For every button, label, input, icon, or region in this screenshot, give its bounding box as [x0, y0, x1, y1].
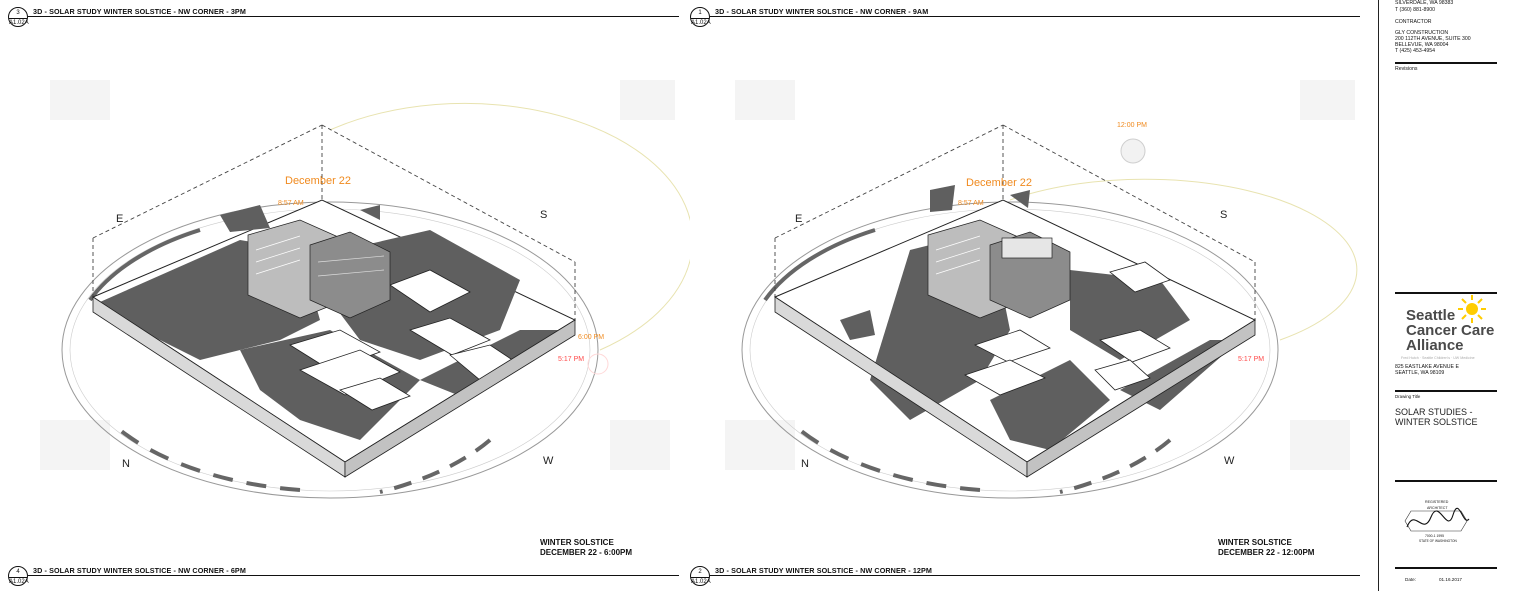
contractor-label: CONTRACTOR: [1395, 19, 1432, 25]
divider: [1395, 480, 1497, 482]
view-title: 3D - SOLAR STUDY WINTER SOLSTICE - NW CO…: [715, 7, 929, 16]
contractor-address: BELLEVUE, WA 98004: [1395, 42, 1449, 48]
owner-city: SILVERDALE, WA 98383: [1395, 0, 1454, 6]
sheet-title: SOLAR STUDIES - WINTER SOLSTICE: [1395, 407, 1478, 427]
sunrise-label: 8:57 AM: [278, 200, 304, 207]
divider: [1395, 62, 1497, 64]
view-title: 3D - SOLAR STUDY WINTER SOLSTICE - NW CO…: [33, 7, 246, 16]
divider: [1395, 567, 1497, 569]
stamp-text: STATE OF WASHINGTON: [1419, 539, 1457, 543]
date-label: December 22: [966, 177, 1033, 189]
view-caption: WINTER SOLSTICE DECEMBER 22 - 12:00PM: [1218, 538, 1314, 558]
noon-label: 12:00 PM: [1117, 122, 1147, 129]
compass-east: E: [116, 213, 124, 225]
divider: [1395, 390, 1497, 392]
compass-south: S: [1220, 209, 1228, 221]
caption-line: DECEMBER 22 - 12:00PM: [1218, 548, 1315, 557]
title-rule: [710, 575, 1360, 576]
compass-south: S: [540, 209, 548, 221]
title-block: SILVERDALE, WA 98383 T (360) 881-8900 CO…: [1378, 0, 1513, 591]
date-label: Date:: [1405, 577, 1416, 582]
view-title: 3D - SOLAR STUDY WINTER SOLSTICE - NW CO…: [33, 566, 246, 575]
architect-stamp: REGISTERED ARCHITECT 7000-1 1995 STATE O…: [1401, 497, 1471, 545]
stamp-icon: [1404, 507, 1470, 532]
left-solar-diagram: [40, 80, 690, 499]
sunset-label: 6:00 PM: [578, 334, 605, 341]
compass-west: W: [1224, 455, 1235, 467]
compass-east: E: [795, 213, 803, 225]
brand-subtitle: Fred Hutch · Seattle Children's · UW Med…: [1401, 356, 1475, 360]
right-solar-diagram: [725, 80, 1358, 499]
brand-line: Cancer Care: [1406, 322, 1495, 339]
stamp-text: 7000-1 1995: [1425, 534, 1445, 538]
sun-logo-icon: [1458, 295, 1486, 323]
project-address: SEATTLE, WA 98109: [1395, 370, 1445, 376]
compass-north: N: [122, 458, 130, 470]
sunrise-label: 8:57 AM: [958, 200, 984, 207]
divider: [1395, 292, 1497, 294]
compass-north: N: [801, 458, 809, 470]
project-address: 825 EASTLAKE AVENUE E: [1395, 364, 1459, 370]
date-label: December 22: [285, 175, 352, 187]
contractor-phone: T (425) 453-4954: [1395, 48, 1435, 54]
date-value: 01.16.2017: [1439, 577, 1462, 582]
caption-line: WINTER SOLSTICE: [1218, 538, 1292, 547]
caption-line: WINTER SOLSTICE: [540, 538, 614, 547]
contractor-address: 200 112TH AVENUE, SUITE 300: [1395, 36, 1471, 42]
sunset-label: 5:17 PM: [1238, 356, 1265, 363]
contractor-name: GLY CONSTRUCTION: [1395, 30, 1449, 36]
sheet-title-line: SOLAR STUDIES -: [1395, 407, 1473, 417]
stamp-text: REGISTERED: [1425, 500, 1449, 504]
drawing-title-label: Drawing Title: [1395, 394, 1421, 399]
brand-line: Alliance: [1406, 337, 1464, 354]
view-title: 3D - SOLAR STUDY WINTER SOLSTICE - NW CO…: [715, 566, 933, 575]
compass-west: W: [543, 455, 554, 467]
title-rule: [28, 16, 679, 17]
view-caption: WINTER SOLSTICE DECEMBER 22 - 6:00PM: [540, 538, 632, 558]
brand-name: Seattle Cancer Care Alliance: [1406, 308, 1494, 353]
sunset-label: 5:17 PM: [558, 356, 585, 363]
stamp-text: ARCHITECT: [1427, 506, 1448, 510]
title-rule: [28, 575, 679, 576]
owner-phone: T (360) 881-8900: [1395, 7, 1435, 13]
caption-line: DECEMBER 22 - 6:00PM: [540, 548, 633, 557]
revisions-label: Revisions: [1395, 66, 1418, 72]
title-rule: [710, 16, 1360, 17]
sheet-title-line: WINTER SOLSTICE: [1395, 417, 1478, 427]
brand-line: Seattle: [1406, 307, 1456, 324]
